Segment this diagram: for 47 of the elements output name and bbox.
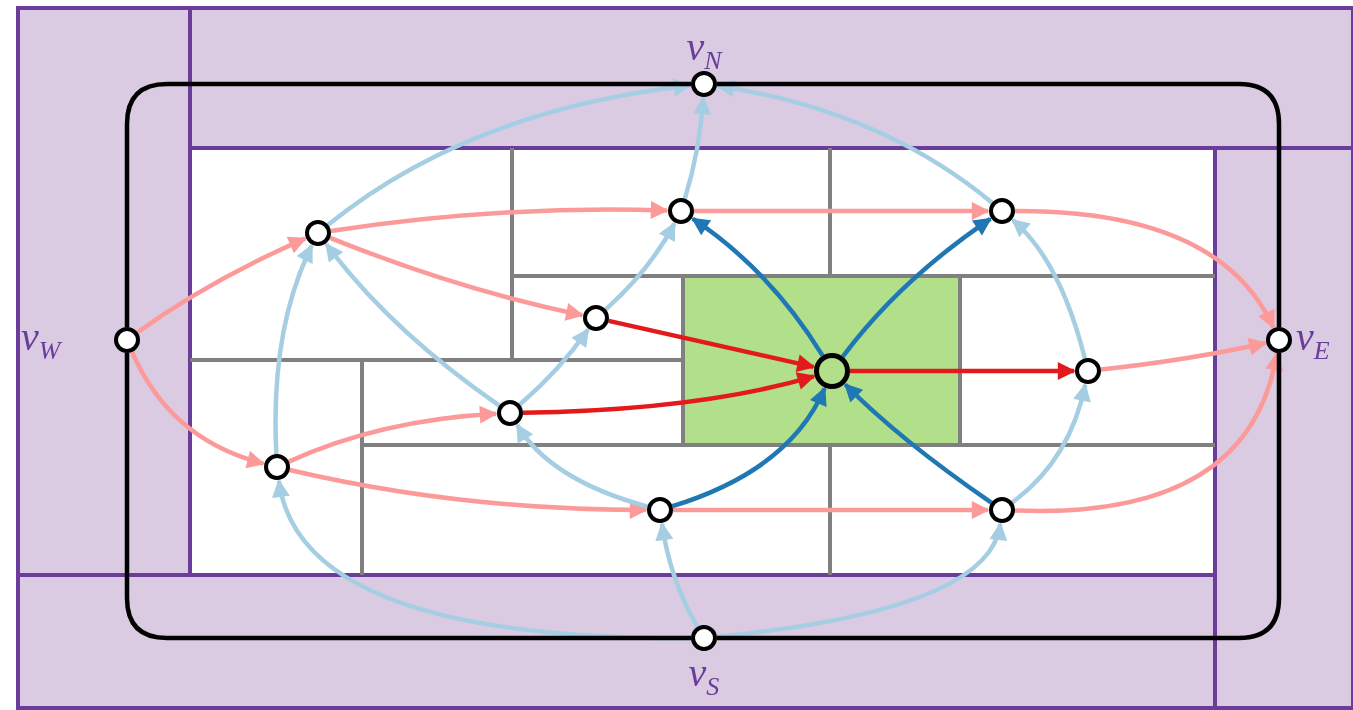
vertex-circle xyxy=(264,454,290,480)
arrow xyxy=(1014,208,1276,329)
arrow xyxy=(324,242,501,408)
connector-line xyxy=(717,81,1282,327)
arrow xyxy=(841,217,992,358)
arrow xyxy=(130,351,266,468)
connector-line xyxy=(124,353,691,641)
arrow xyxy=(682,96,711,200)
arrow xyxy=(694,202,990,220)
arrow xyxy=(289,467,648,519)
arrow xyxy=(330,201,669,234)
arrow xyxy=(671,386,827,509)
arrow xyxy=(604,221,677,312)
connector-line xyxy=(124,81,691,327)
arrow xyxy=(136,236,307,335)
arrow xyxy=(655,522,700,628)
vertex-label: v$_{S}$ xyxy=(688,652,720,700)
arrow xyxy=(1100,337,1268,372)
arrow xyxy=(716,79,994,205)
vertex-label: v$_{N}$ xyxy=(686,26,722,74)
arrow xyxy=(273,243,314,455)
arrow xyxy=(608,318,816,373)
vertex-label: v$_{W}$ xyxy=(21,316,61,364)
arrow xyxy=(287,405,498,464)
vertex-circle xyxy=(583,305,609,331)
vertex-label: v$_{E}$ xyxy=(1296,316,1330,364)
vertex-circle xyxy=(647,497,673,523)
arrow xyxy=(843,382,993,505)
arrow xyxy=(850,362,1076,380)
arrow xyxy=(522,372,816,416)
vertex-circle xyxy=(1075,358,1101,384)
arrow xyxy=(716,522,1006,639)
arrow xyxy=(1014,352,1283,514)
arrow xyxy=(691,216,825,357)
arrow xyxy=(326,78,692,227)
arrow xyxy=(518,328,590,407)
vertex-circle xyxy=(497,400,523,426)
vertex-circle xyxy=(305,220,331,246)
arrow xyxy=(1011,218,1087,359)
vertex-circle xyxy=(989,198,1015,224)
arrow xyxy=(515,423,649,509)
arrow xyxy=(1011,382,1091,505)
vertex-circle xyxy=(668,198,694,224)
arrow xyxy=(329,235,585,321)
connector-line xyxy=(717,353,1282,641)
arrow xyxy=(673,501,990,519)
vertex-circle xyxy=(989,497,1015,523)
